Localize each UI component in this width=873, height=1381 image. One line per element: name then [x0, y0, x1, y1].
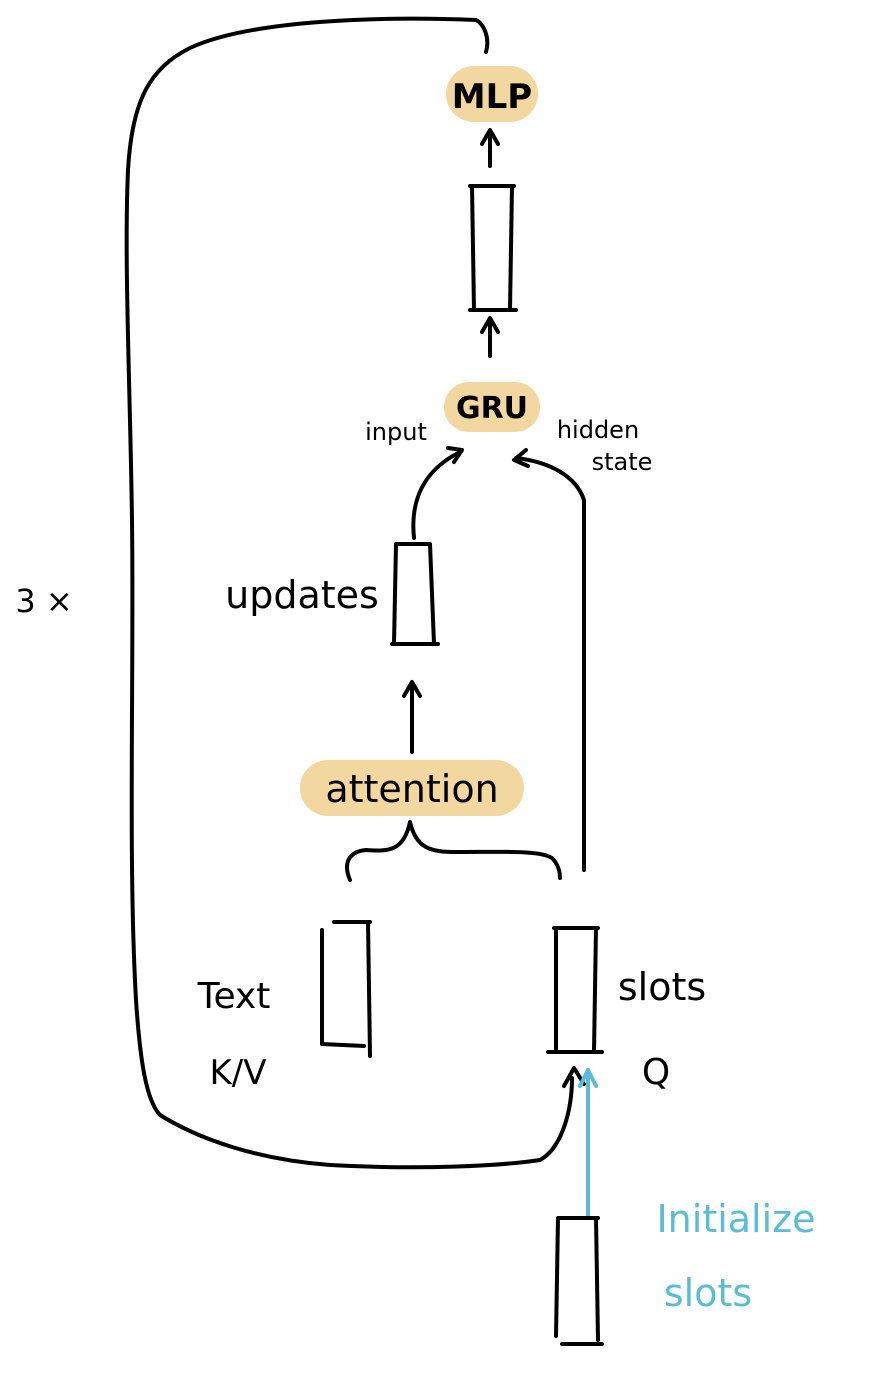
input-label: input: [365, 418, 427, 446]
init-slots-vector: [554, 1216, 604, 1346]
arrow-slots-to-gru: [514, 456, 586, 872]
gru-output-vector: [468, 184, 518, 312]
arrow-slots-to-gru-head: [512, 448, 530, 468]
arrow-updates-to-gru-head: [446, 446, 464, 464]
updates-label: updates: [225, 573, 379, 617]
loop-arrow: [124, 16, 574, 1170]
gru-highlight: [444, 382, 540, 432]
text-kv-vector: [320, 920, 372, 1058]
arrow-attention-to-updates-head: [402, 680, 422, 698]
slots-vector: [546, 926, 604, 1054]
text-label: Text: [197, 976, 271, 1017]
slots-label: slots: [618, 965, 706, 1009]
arrow-to-mlp-head: [480, 128, 500, 146]
updates-vector: [390, 542, 440, 646]
attention-brace: [345, 820, 562, 882]
mlp-highlight: [446, 66, 538, 122]
gru-label: GRU: [456, 391, 528, 426]
arrow-updates-to-gru: [411, 450, 462, 540]
arrow-to-gru-output-head: [480, 316, 500, 334]
init-arrowhead: [578, 1068, 598, 1088]
init-label-line1: Initialize: [656, 1197, 815, 1241]
repeat-label: 3 ×: [15, 582, 72, 620]
loop-arrowhead: [562, 1066, 586, 1088]
kv-label: K/V: [209, 1053, 266, 1093]
mlp-label: MLP: [452, 77, 532, 117]
init-label-line2: slots: [664, 1271, 752, 1315]
query-label: Q: [642, 1052, 670, 1093]
attention-highlight: [300, 760, 524, 816]
hidden-state-label-line1: hidden: [557, 416, 639, 444]
hidden-state-label-line2: state: [592, 448, 653, 476]
attention-label: attention: [325, 767, 498, 811]
